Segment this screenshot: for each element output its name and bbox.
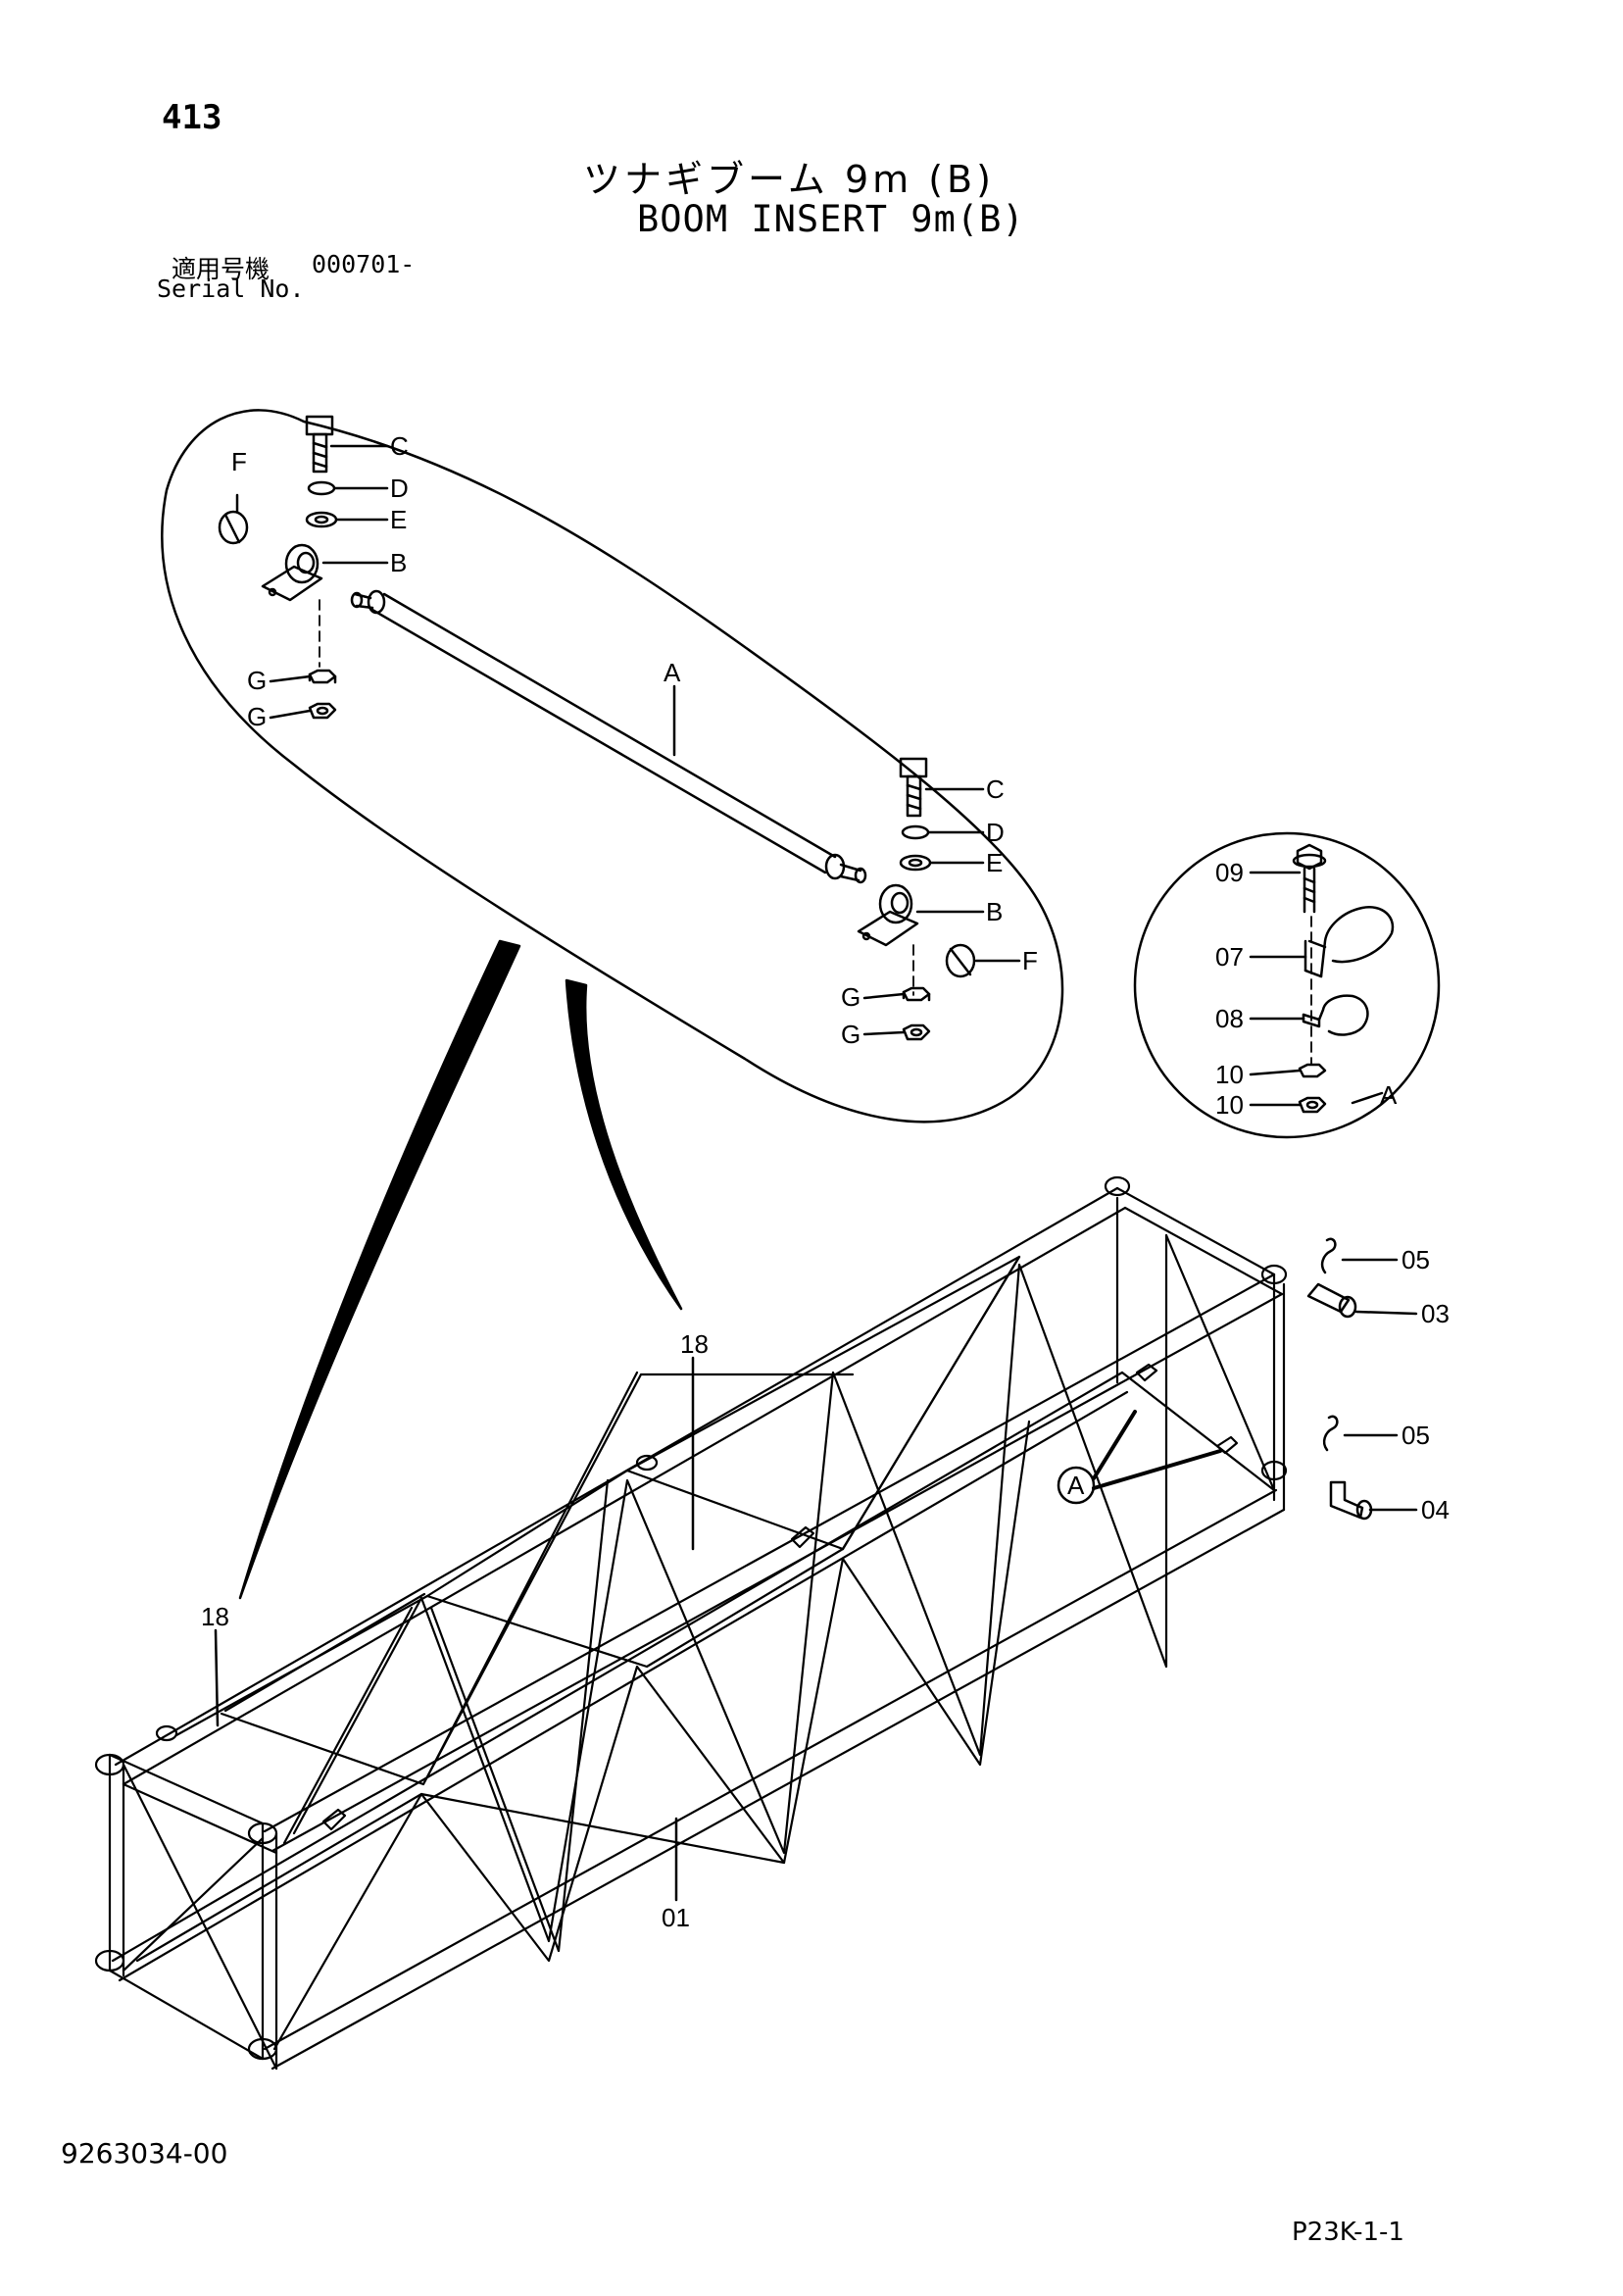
title-japanese: ツナギブーム 9m (B): [583, 158, 995, 201]
label-boom-body: 01: [662, 1903, 690, 1932]
round-bolt-icon: [1292, 843, 1327, 914]
lock-washer-icon-bottom: [901, 824, 930, 840]
title-english: BOOM INSERT 9m(B): [637, 198, 1025, 240]
round-clamp-lower-icon: [1302, 994, 1369, 1036]
label-nut-bottom-1: G: [841, 982, 861, 1012]
label-nut-top-1: G: [247, 666, 267, 695]
label-round-bolt: 09: [1215, 858, 1244, 887]
circle-marker-a: [1057, 1466, 1096, 1505]
round-nut-icon-1: [1298, 1063, 1327, 1078]
round-nut-icon-2: [1298, 1096, 1327, 1114]
nut-icon-bottom-1: [902, 986, 931, 1002]
label-clip-top: F: [231, 447, 247, 476]
pipe-icon: [350, 589, 867, 884]
label-nut-bottom-2: G: [841, 1020, 861, 1049]
label-round-detail-marker: A: [1380, 1080, 1398, 1110]
snap-pin-icon-upper: [1320, 1237, 1337, 1274]
round-detail-outline: [1133, 831, 1441, 1139]
label-lock-washer-bottom: D: [986, 818, 1005, 847]
label-bracket-top: B: [390, 548, 407, 577]
nut-icon-top-2: [308, 702, 337, 720]
label-nut-top-2: G: [247, 702, 267, 731]
label-round-nut-1: 10: [1215, 1060, 1244, 1089]
label-bracket-bottom: B: [986, 897, 1003, 926]
nut-icon-bottom-2: [902, 1023, 931, 1041]
label-washer-bottom: E: [986, 848, 1003, 877]
label-round-clamp-lower: 08: [1215, 1004, 1244, 1033]
document-number: 9263034-00: [61, 2137, 228, 2170]
boom-structure-icon: [94, 1175, 1288, 2071]
pin-icon-lower: [1329, 1480, 1373, 1521]
bracket-icon-top: [261, 543, 323, 602]
label-washer-top: E: [390, 505, 407, 534]
round-clamp-upper-icon: [1303, 906, 1395, 978]
page-number: 413: [162, 98, 222, 137]
label-pin-upper: 03: [1421, 1299, 1450, 1328]
serial-label-english: Serial No.: [157, 275, 305, 303]
label-snap-pin-lower: 05: [1402, 1421, 1430, 1450]
snap-pin-icon-lower: [1322, 1415, 1339, 1452]
label-clip-bottom: F: [1022, 946, 1038, 975]
clip-icon-top: [218, 510, 249, 545]
bolt-icon-top: [305, 415, 334, 474]
label-pipe-left: 18: [201, 1602, 229, 1631]
label-snap-pin-upper: 05: [1402, 1245, 1430, 1274]
detail-balloon-outline: [161, 409, 1064, 1123]
serial-label-japanese: 適用号機: [172, 255, 270, 283]
label-bolt-bottom: C: [986, 774, 1005, 804]
label-pin-lower: 04: [1421, 1495, 1450, 1524]
leader-wedge-right: [565, 978, 683, 1311]
washer-icon-bottom: [899, 854, 932, 872]
nut-icon-top-1: [308, 669, 337, 684]
label-pipe-right: 18: [680, 1329, 709, 1359]
leader-wedge-left: [238, 939, 521, 1600]
lock-washer-icon-top: [307, 480, 336, 496]
bracket-icon-bottom: [857, 883, 919, 947]
label-circle-marker: A: [1067, 1471, 1085, 1500]
label-lock-washer-top: D: [390, 474, 409, 503]
serial-value: 000701-: [312, 250, 416, 278]
label-bolt-top: C: [390, 431, 409, 461]
clip-icon-bottom: [945, 943, 976, 978]
pin-icon-upper: [1306, 1282, 1357, 1319]
washer-icon-top: [305, 511, 338, 528]
label-round-nut-2: 10: [1215, 1090, 1244, 1120]
bolt-icon-bottom: [899, 757, 928, 818]
reference-code: P23K-1-1: [1292, 2218, 1404, 2247]
label-round-clamp-upper: 07: [1215, 942, 1244, 972]
label-pipe: A: [664, 658, 681, 687]
